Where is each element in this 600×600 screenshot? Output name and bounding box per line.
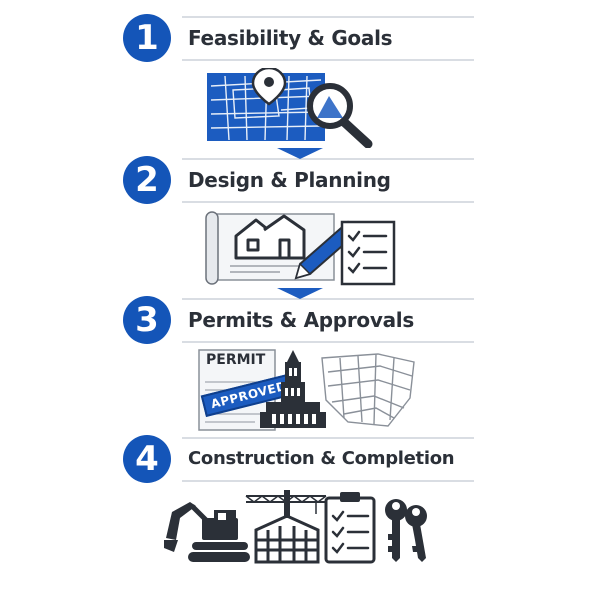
crane-icon (245, 490, 327, 518)
divider (182, 341, 474, 343)
divider (182, 437, 474, 439)
excavator-icon (164, 502, 250, 562)
divider (182, 298, 474, 300)
step-title: Construction & Completion (188, 448, 455, 469)
location-pin-icon (251, 68, 287, 106)
house-icon (234, 214, 306, 260)
step-title: Permits & Approvals (188, 308, 414, 332)
magnifier-icon (307, 83, 373, 148)
keys-icon (385, 499, 427, 562)
city-hall-icon (260, 350, 326, 428)
checklist-icon (340, 220, 396, 286)
building-frame-icon (254, 514, 320, 564)
divider (182, 201, 474, 203)
step-number-badge: 1 (123, 14, 171, 62)
step-number-badge: 3 (123, 296, 171, 344)
street-grid-map-icon (321, 353, 415, 427)
divider (182, 16, 474, 18)
divider (182, 158, 474, 160)
step-title: Feasibility & Goals (188, 26, 393, 50)
down-arrow (277, 288, 323, 299)
divider (182, 59, 474, 61)
site-map-icon (207, 68, 373, 148)
blueprint-scroll-icon (205, 211, 396, 286)
step-number-badge: 2 (123, 156, 171, 204)
divider (182, 480, 474, 482)
down-arrow (277, 148, 323, 159)
permit-heading: PERMIT (206, 352, 266, 368)
step-number-badge: 4 (123, 435, 171, 483)
clipboard-checklist-icon (324, 492, 376, 564)
step-title: Design & Planning (188, 168, 391, 192)
